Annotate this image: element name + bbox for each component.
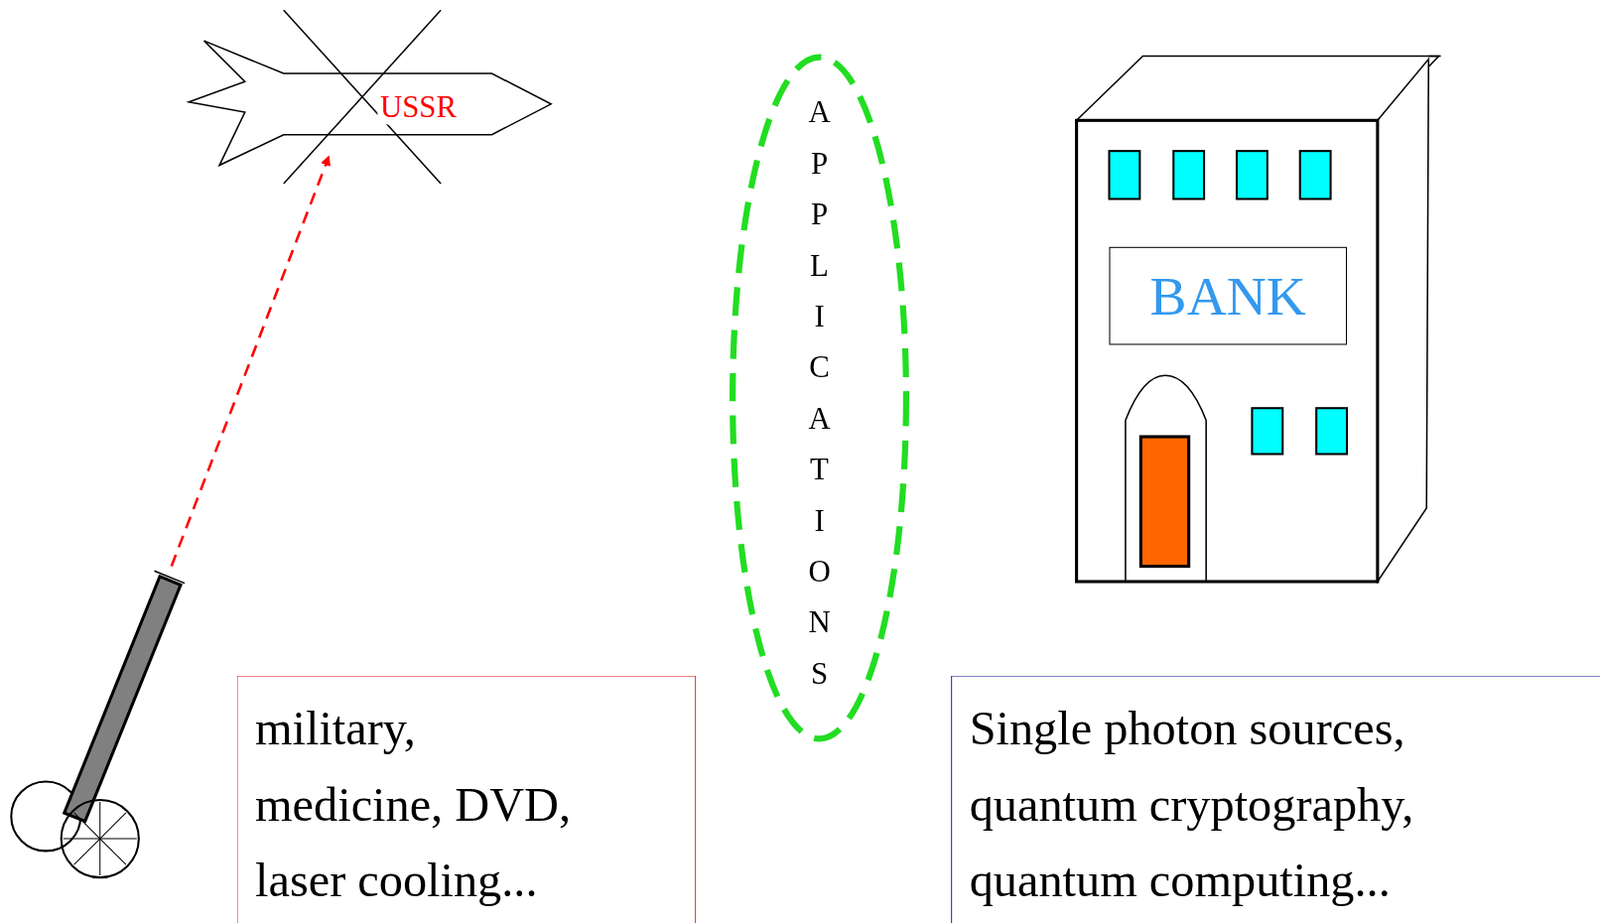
wheel-spoke (100, 812, 127, 839)
node-text: military, medicine, DVD, laser cooling..… (255, 690, 584, 918)
window (1109, 150, 1141, 199)
cannon-barrel (64, 576, 181, 822)
wheel-spoke (100, 838, 137, 840)
red-box: military, medicine, DVD, laser cooling..… (237, 675, 697, 923)
node-text: USSR (378, 89, 459, 125)
wheel-spoke (99, 838, 101, 876)
building-roof (1076, 56, 1440, 122)
window (1251, 407, 1283, 454)
window (1173, 150, 1204, 199)
missile-outline (188, 40, 551, 165)
door-arch (1125, 375, 1206, 582)
wheel-spoke (100, 838, 127, 865)
wheel-spoke (74, 812, 101, 839)
wheel-spoke (63, 838, 101, 840)
window (1316, 407, 1347, 454)
dashed-ellipse (732, 57, 907, 740)
window (1236, 150, 1268, 199)
wheel-spoke (99, 801, 101, 839)
window (1300, 150, 1332, 199)
missile-label: USSR (378, 89, 459, 125)
node-text: APPLICATIONS (807, 86, 831, 699)
building-side (1377, 59, 1429, 582)
laser-beam (171, 156, 329, 566)
node-text: Single photon sources, quantum cryptogra… (969, 690, 1567, 918)
node-text: BANK (1150, 264, 1307, 328)
applications-ellipse: APPLICATIONS (807, 86, 831, 699)
blue-box: Single photon sources, quantum cryptogra… (950, 675, 1600, 923)
door (1140, 436, 1189, 567)
bank-sign: BANK (1109, 247, 1348, 346)
building-front (1076, 120, 1378, 582)
cannon-wheel (61, 800, 139, 878)
wheel-spoke (74, 838, 101, 865)
